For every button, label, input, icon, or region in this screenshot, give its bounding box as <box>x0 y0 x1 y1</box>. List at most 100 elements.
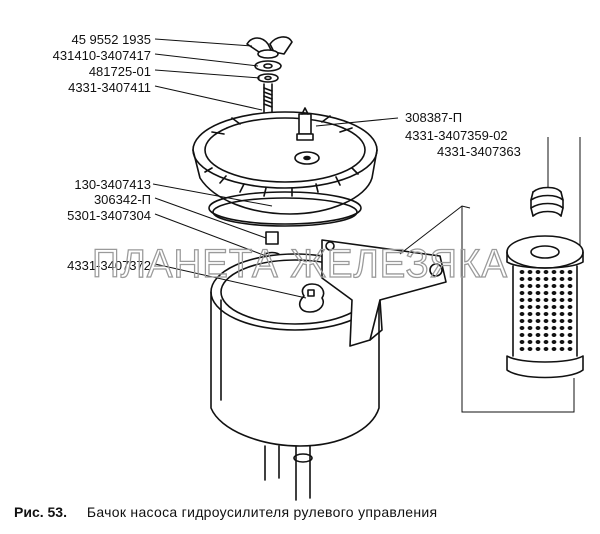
mesh-hole <box>527 326 533 330</box>
mesh-hole <box>551 291 557 295</box>
mesh-hole <box>519 340 525 344</box>
figure-number: Рис. 53. <box>14 504 67 520</box>
mesh-hole <box>527 319 533 323</box>
mesh-hole <box>567 277 573 281</box>
mesh-hole <box>535 284 541 288</box>
mesh-hole <box>527 305 533 309</box>
mesh-hole <box>519 305 525 309</box>
wing-nut-part <box>246 36 293 59</box>
mesh-hole <box>543 319 549 323</box>
mesh-hole <box>519 270 525 274</box>
mesh-hole <box>519 277 525 281</box>
label-filter: 4331-3407363 <box>437 144 521 159</box>
label-stud: 4331-3407411 <box>68 80 151 95</box>
mesh-hole <box>527 340 533 344</box>
mesh-hole <box>543 284 549 288</box>
mesh-hole <box>559 305 565 309</box>
mesh-hole <box>519 312 525 316</box>
mesh-hole <box>527 284 533 288</box>
mesh-hole <box>551 347 557 351</box>
filter-mesh <box>519 270 573 351</box>
mesh-hole <box>527 291 533 295</box>
mesh-hole <box>551 284 557 288</box>
mesh-hole <box>559 326 565 330</box>
mesh-hole <box>527 347 533 351</box>
mesh-hole <box>567 291 573 295</box>
mesh-hole <box>543 333 549 337</box>
mesh-hole <box>519 284 525 288</box>
mesh-hole <box>559 298 565 302</box>
mesh-hole <box>543 277 549 281</box>
mesh-hole <box>567 284 573 288</box>
mesh-hole <box>559 291 565 295</box>
mesh-hole <box>567 298 573 302</box>
mesh-hole <box>527 298 533 302</box>
mesh-hole <box>527 277 533 281</box>
mesh-hole <box>519 347 525 351</box>
mesh-hole <box>535 277 541 281</box>
label-breather: 308387-П <box>405 110 462 125</box>
leader-lines <box>152 38 581 413</box>
mesh-hole <box>519 291 525 295</box>
mesh-hole <box>519 319 525 323</box>
mounting-bracket-part <box>321 239 447 347</box>
small-washer-part <box>257 73 279 83</box>
tank-lid-part <box>192 111 378 215</box>
label-wing-nut: 45 9552 1935 <box>71 32 151 47</box>
mesh-hole <box>543 270 549 274</box>
mesh-hole <box>527 333 533 337</box>
mesh-hole <box>543 340 549 344</box>
mesh-hole <box>535 319 541 323</box>
top-washer-part <box>254 60 282 72</box>
figure-caption: Рис. 53. Бачок насоса гидроусилителя рул… <box>14 504 437 520</box>
filter-element-part <box>506 235 584 379</box>
part-labels: 45 9552 1935 431410-3407417 481725-01 43… <box>53 32 521 273</box>
mesh-hole <box>567 270 573 274</box>
breather-valve-part <box>296 107 314 141</box>
mesh-hole <box>551 298 557 302</box>
mesh-hole <box>559 312 565 316</box>
mesh-hole <box>535 333 541 337</box>
mesh-hole <box>535 291 541 295</box>
mesh-hole <box>559 277 565 281</box>
mesh-hole <box>543 298 549 302</box>
mesh-hole <box>559 270 565 274</box>
mesh-hole <box>519 333 525 337</box>
mesh-hole <box>519 326 525 330</box>
mesh-hole <box>559 333 565 337</box>
mesh-hole <box>559 319 565 323</box>
gasket-part <box>208 191 362 227</box>
mesh-hole <box>535 312 541 316</box>
label-spring: 4331-3407359-02 <box>405 128 508 143</box>
mesh-hole <box>551 270 557 274</box>
mesh-hole <box>559 340 565 344</box>
mesh-hole <box>535 305 541 309</box>
figure-caption-text: Бачок насоса гидроусилителя рулевого упр… <box>86 504 438 520</box>
watermark-text: ПЛАНЕТА ЖЕЛЕЗЯКА <box>92 242 508 286</box>
mesh-hole <box>567 312 573 316</box>
label-nut: 306342-П <box>94 192 151 207</box>
mesh-hole <box>551 277 557 281</box>
mesh-hole <box>543 291 549 295</box>
mesh-hole <box>527 270 533 274</box>
label-gasket: 130-3407413 <box>74 177 151 192</box>
nut-part <box>265 231 279 245</box>
label-small-washer: 481725-01 <box>89 64 151 79</box>
mesh-hole <box>559 347 565 351</box>
mesh-hole <box>535 270 541 274</box>
mesh-hole <box>543 326 549 330</box>
mesh-hole <box>551 305 557 309</box>
mesh-hole <box>567 333 573 337</box>
mesh-hole <box>567 347 573 351</box>
label-seal: 5301-3407304 <box>67 208 151 223</box>
mesh-hole <box>567 305 573 309</box>
mesh-hole <box>543 347 549 351</box>
mesh-hole <box>535 298 541 302</box>
mesh-hole <box>535 326 541 330</box>
mesh-hole <box>559 284 565 288</box>
mesh-hole <box>551 340 557 344</box>
mesh-hole <box>535 347 541 351</box>
mesh-hole <box>543 312 549 316</box>
